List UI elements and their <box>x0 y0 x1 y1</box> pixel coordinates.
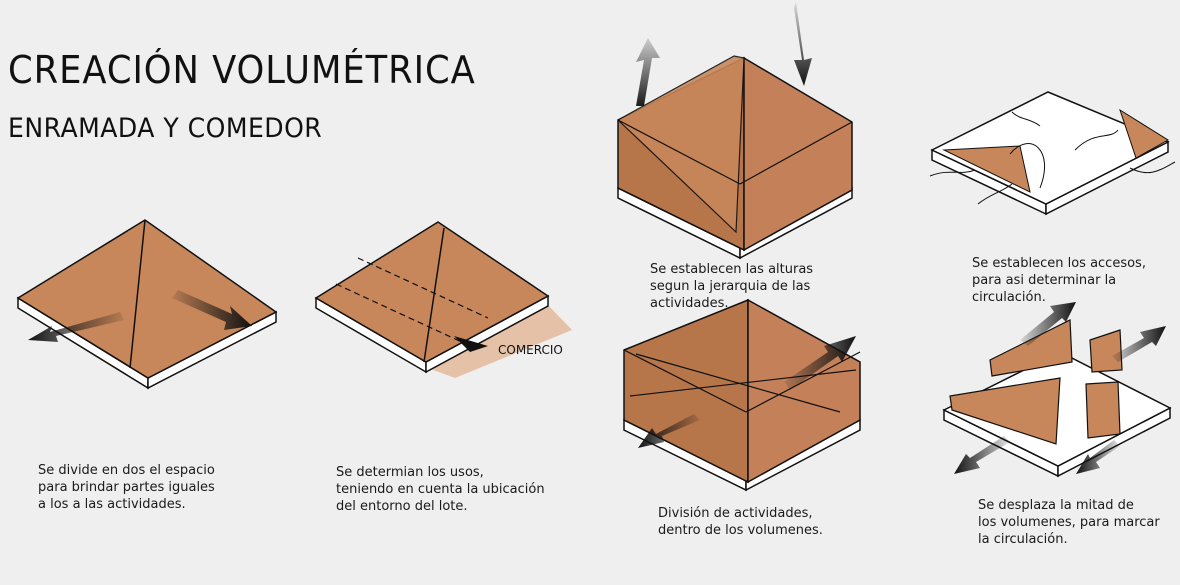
step-2-diagram: COMERCIO <box>314 221 572 378</box>
volume-top <box>16 219 278 379</box>
step-1-diagram <box>16 219 278 390</box>
volume-top-left <box>616 55 745 234</box>
zone-right <box>1119 108 1169 159</box>
volume-b <box>1089 329 1123 373</box>
page-title: CREACIÓN VOLUMÉTRICA <box>8 48 476 92</box>
step-6-caption: Se desplaza la mitad de los volumenes, p… <box>978 498 1160 547</box>
step-2-caption: Se determian los usos, teniendo en cuent… <box>336 465 545 514</box>
step-6-diagram <box>942 302 1172 478</box>
step-4-caption: Se establecen los accesos, para asi dete… <box>972 256 1146 305</box>
volume-d <box>1085 381 1121 439</box>
dashed-line-2 <box>335 283 467 345</box>
arrow-right <box>172 290 252 330</box>
slab-top <box>930 91 1170 205</box>
commerce-label: COMERCIO <box>498 343 563 357</box>
step-1-caption: Se divide en dos el espacio para brindar… <box>38 463 215 512</box>
step-5-diagram <box>623 298 861 492</box>
commerce-zone <box>428 302 572 378</box>
step-3-diagram <box>616 2 853 260</box>
arrow-left <box>28 312 124 342</box>
access-arrow-2 <box>1074 129 1119 151</box>
division-line <box>423 227 445 363</box>
arrow-commerce <box>454 336 488 352</box>
dashed-line-1 <box>357 257 489 319</box>
page-subtitle: ENRAMADA Y COMEDOR <box>8 113 323 144</box>
arrow-left <box>638 414 700 448</box>
arrow-upper-left <box>1020 302 1076 346</box>
step-5-caption: División de actividades, dentro de los v… <box>658 506 823 538</box>
arrow-up <box>636 38 660 106</box>
step-3-caption: Se establecen las alturas segun la jerar… <box>650 262 814 311</box>
arrow-right <box>784 336 856 390</box>
volume-right <box>743 56 853 252</box>
access-arrow-4 <box>929 169 976 177</box>
arrow-down <box>794 2 812 86</box>
access-arrow-3 <box>1129 161 1176 174</box>
access-arrow-1 <box>1009 143 1045 189</box>
arrow-lower-left <box>954 436 1010 474</box>
volume-c <box>949 377 1061 445</box>
division-line <box>129 219 146 369</box>
volume-right <box>747 298 861 484</box>
arrow-lower-right <box>1076 440 1120 474</box>
arrow-upper-right <box>1112 326 1166 362</box>
access-arrow-5 <box>977 183 1013 205</box>
step-4-diagram <box>929 91 1176 216</box>
zone-left <box>942 145 1031 193</box>
access-arrow-6 <box>1011 111 1041 127</box>
